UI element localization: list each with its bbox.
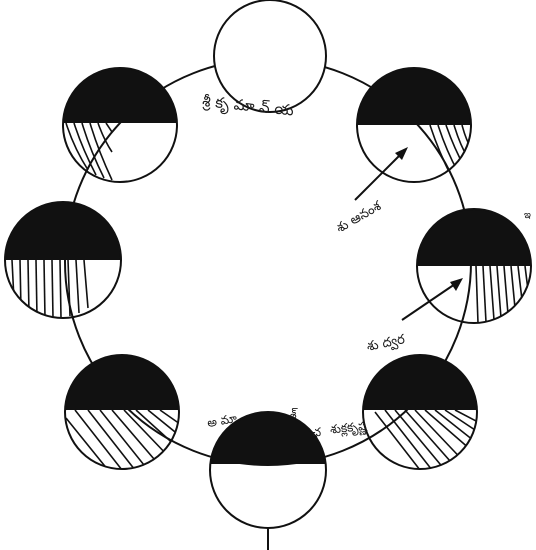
moon-phase-upper-right: [357, 68, 471, 182]
moon-phase-lower-left: [65, 355, 180, 470]
label-right-edge: ఇ: [524, 210, 531, 221]
label-bottom-right: శుక్లకృష్ణ: [329, 419, 369, 439]
moon-phase-left: [5, 202, 121, 318]
moon-phase-lower-right: [363, 355, 478, 470]
label-bottom-dot: ఛ: [312, 425, 321, 439]
moon-phase-right: [417, 209, 531, 323]
label-upper-right: శు ఆనంశ: [334, 198, 385, 236]
moon-phase-bottom: [210, 412, 326, 550]
moon-phase-upper-left: [63, 68, 177, 182]
label-right: శు ద్వర: [365, 332, 406, 356]
arrow-right: [402, 278, 463, 320]
arrow-upper-right: [355, 147, 408, 200]
